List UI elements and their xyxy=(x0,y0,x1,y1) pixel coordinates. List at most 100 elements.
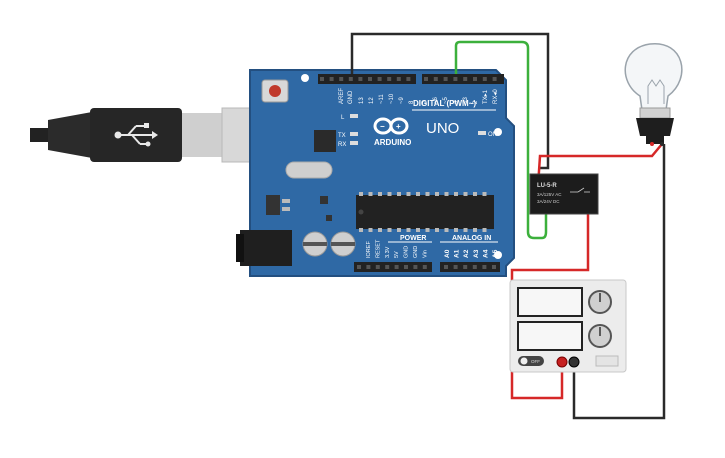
positive-terminal[interactable] xyxy=(556,356,568,368)
svg-text:RX: RX xyxy=(338,142,346,148)
header-pin[interactable] xyxy=(329,77,334,81)
pin-label: GND xyxy=(348,90,354,104)
pin-label: Vin xyxy=(422,250,428,258)
led-tx: TX xyxy=(338,132,358,139)
led-rx: RX xyxy=(338,141,358,148)
digital-label: DIGITAL (PWM~) xyxy=(413,99,476,108)
pin-label: GND xyxy=(404,246,410,258)
bulb-filament xyxy=(647,79,665,104)
chip-pin xyxy=(416,228,420,232)
pin-label: RX◂0 xyxy=(493,89,499,104)
header-pin[interactable] xyxy=(348,77,353,81)
header-pin[interactable] xyxy=(473,77,477,81)
power-supply[interactable]: OFF xyxy=(509,279,627,373)
reset-button[interactable] xyxy=(261,79,289,103)
wire-black-gnd[interactable] xyxy=(350,32,550,170)
header-pin[interactable] xyxy=(368,77,372,81)
relay-rating-dc: 3A/24V DC xyxy=(537,199,560,204)
ground-terminal[interactable] xyxy=(595,355,619,367)
header-pin[interactable] xyxy=(433,77,438,81)
usb-metal-shell xyxy=(182,113,222,157)
power-header[interactable] xyxy=(354,262,432,272)
header-pin[interactable] xyxy=(385,265,390,269)
header-pin[interactable] xyxy=(492,265,496,269)
header-pin[interactable] xyxy=(339,77,344,81)
led-on: ON xyxy=(478,131,497,138)
negative-terminal[interactable] xyxy=(568,356,580,368)
pin-label: AREF xyxy=(339,88,345,104)
header-pin[interactable] xyxy=(482,265,487,269)
chip-pin xyxy=(463,228,468,232)
usb-cable-end xyxy=(30,128,50,142)
bulb-socket-base xyxy=(646,136,664,144)
pin-label: RESET xyxy=(375,239,381,258)
relay[interactable]: LU-5-R 3A/125V AC 3A/24V DC xyxy=(529,173,599,215)
header-pin[interactable] xyxy=(492,77,497,81)
pin-label: A5 xyxy=(492,249,499,258)
capacitor xyxy=(330,231,356,257)
chip-pin xyxy=(406,192,411,196)
header-pin[interactable] xyxy=(422,265,427,269)
pin-label: A3 xyxy=(473,249,480,258)
svg-text:ON: ON xyxy=(488,132,497,138)
chip-pin xyxy=(425,228,430,232)
header-pin[interactable] xyxy=(377,77,382,81)
pin-label: TX▸1 xyxy=(483,89,489,104)
digital-header[interactable] xyxy=(318,74,504,84)
header-pin[interactable] xyxy=(413,265,418,269)
header-pin[interactable] xyxy=(357,265,361,269)
header-pin[interactable] xyxy=(463,265,468,269)
analog-header[interactable] xyxy=(440,262,500,272)
power-switch[interactable]: OFF xyxy=(518,356,544,366)
header-pin[interactable] xyxy=(358,77,363,81)
pin-label: GND xyxy=(413,246,419,258)
header-pin[interactable] xyxy=(375,265,380,269)
header-pin[interactable] xyxy=(406,77,411,81)
dc-power-jack[interactable] xyxy=(236,230,292,266)
bulb-socket xyxy=(636,118,674,136)
chip-pin xyxy=(435,192,439,196)
svg-text:L: L xyxy=(341,115,345,121)
crystal-oscillator xyxy=(285,161,333,179)
wire-green-signal[interactable] xyxy=(454,40,548,240)
pin-label: ~10 xyxy=(389,93,395,104)
voltage-regulator xyxy=(266,195,280,215)
relay-switch-icon xyxy=(570,187,590,193)
header-pin[interactable] xyxy=(366,265,371,269)
header-pin[interactable] xyxy=(424,77,428,81)
brand-label: ARDUINO xyxy=(374,138,411,147)
header-pin[interactable] xyxy=(482,77,487,81)
mounting-hole xyxy=(494,251,502,259)
header-pin[interactable] xyxy=(443,77,448,81)
chip-pin xyxy=(482,228,487,232)
regulator-pin xyxy=(282,207,290,211)
header-pin[interactable] xyxy=(444,265,448,269)
light-bulb[interactable] xyxy=(624,43,683,146)
bulb-neck xyxy=(639,107,671,119)
header-pin[interactable] xyxy=(472,265,477,269)
pin-label: A0 xyxy=(444,249,451,258)
header-pin[interactable] xyxy=(396,77,401,81)
header-pin[interactable] xyxy=(404,265,408,269)
header-pin[interactable] xyxy=(394,265,399,269)
voltage-knob[interactable] xyxy=(588,290,612,314)
current-knob[interactable] xyxy=(588,324,612,348)
chip-pin xyxy=(359,228,363,232)
header-pin[interactable] xyxy=(320,77,324,81)
header-pin[interactable] xyxy=(387,77,392,81)
header-pin[interactable] xyxy=(453,265,458,269)
pin-label: A4 xyxy=(482,249,489,258)
header-pin[interactable] xyxy=(453,77,458,81)
chip-pin xyxy=(359,192,363,196)
wire-black-supply[interactable] xyxy=(572,144,666,420)
pin-label: 3.3V xyxy=(385,246,391,258)
chip-pin xyxy=(397,192,401,196)
relay-rating-ac: 3A/125V AC xyxy=(537,192,562,197)
chip-pin xyxy=(378,228,382,232)
header-pin[interactable] xyxy=(463,77,468,81)
chip-pin xyxy=(454,192,458,196)
wire-red-bulb[interactable] xyxy=(536,143,663,187)
